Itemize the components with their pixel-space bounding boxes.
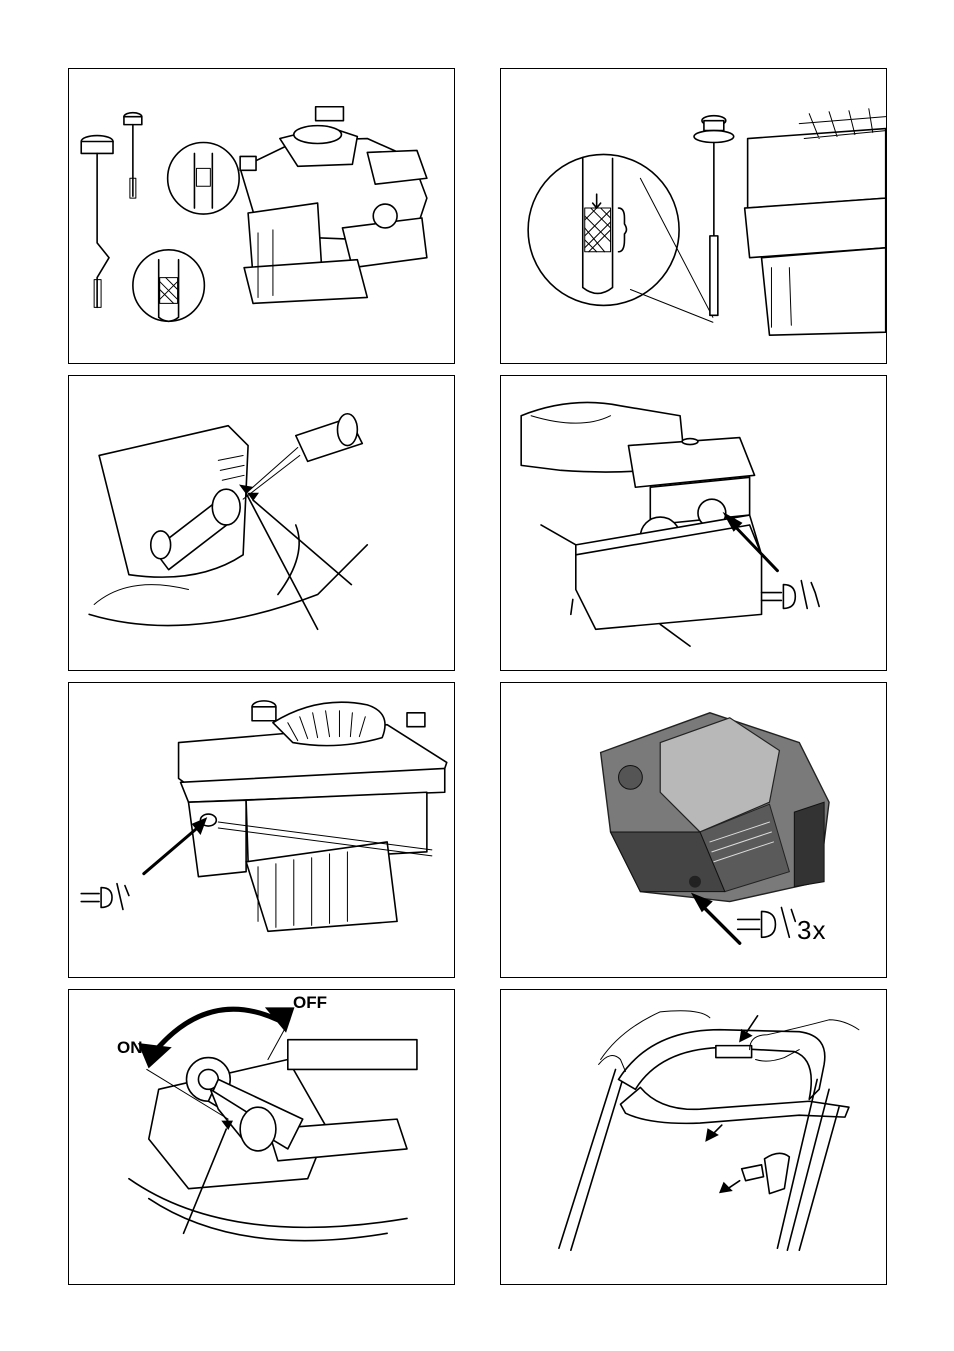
figure-panel-3 (68, 375, 455, 671)
figure-panel-7: ON OFF (68, 989, 455, 1285)
figure-panel-5 (68, 682, 455, 978)
primer-press-icon (762, 581, 820, 609)
primer-press-icon-5 (81, 884, 133, 910)
fuel-valve-illustration (69, 990, 454, 1284)
engine-press-three-times-illustration (501, 683, 886, 977)
press-count-label: 3x (797, 915, 826, 946)
figure-panel-1 (68, 68, 455, 364)
dipstick-level-illustration (501, 69, 886, 363)
engine-primer-illustration (69, 683, 454, 977)
valve-off-label: OFF (293, 993, 327, 1013)
figure-panel-8 (500, 989, 887, 1285)
primer-press-icon-6 (738, 907, 800, 937)
figure-panel-6: 3x (500, 682, 887, 978)
figure-panel-4 (500, 375, 887, 671)
figure-panel-2 (500, 68, 887, 364)
air-filter-illustration (501, 376, 886, 670)
engine-dipstick-illustration (69, 69, 454, 363)
valve-on-label: ON (117, 1038, 143, 1058)
handlebar-illustration (501, 990, 886, 1284)
oil-fill-illustration (69, 376, 454, 670)
